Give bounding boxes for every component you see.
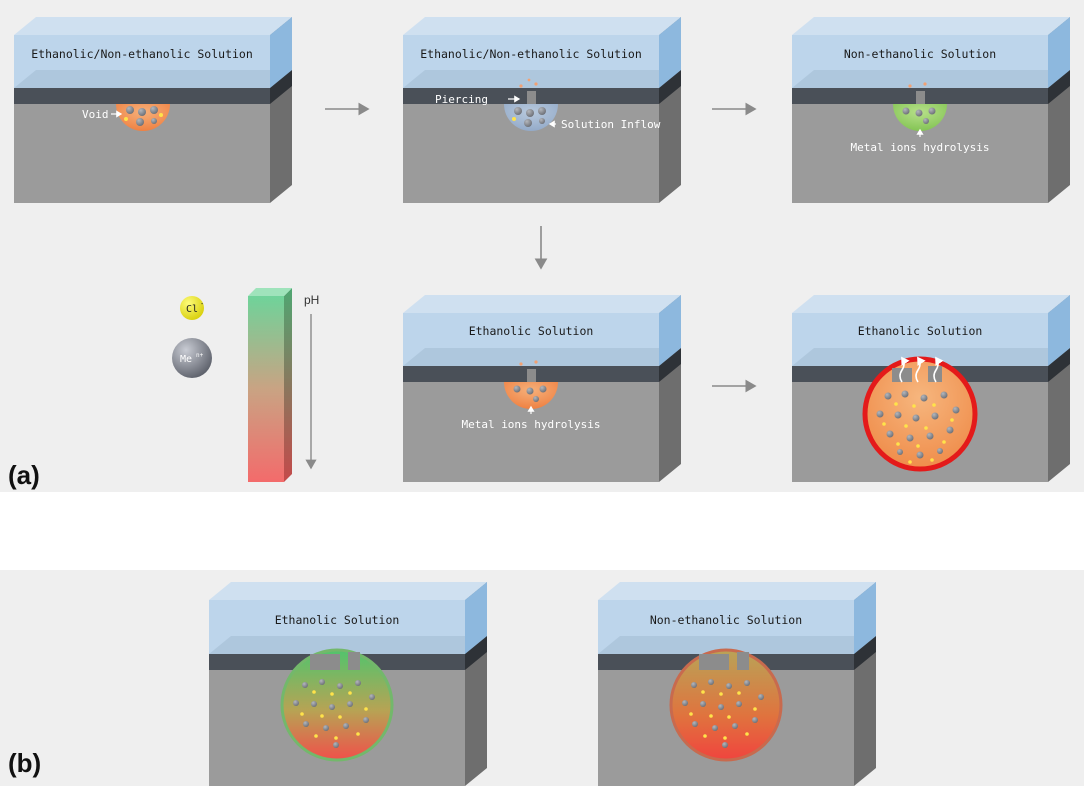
metal-ions [682,679,764,748]
metal-charge: n+ [196,352,204,359]
ph-bar-top [248,288,292,296]
chloride-label: Cl [186,304,198,315]
block-b2: Non-ethanolic Solution [598,582,876,786]
metal-label: Me [180,354,192,365]
metal-ions [876,390,960,459]
hydrolysis-label: Metal ions hydrolysis [461,418,600,431]
ph-bar [248,296,284,482]
solution-title: Ethanolic Solution [858,324,983,338]
panel-b [0,570,1084,786]
piercing-label: Piercing [435,93,488,106]
solution-top [14,17,292,35]
solution-side [270,17,292,88]
gas-release-icon [899,356,944,383]
hydrolysis-label: Metal ions hydrolysis [850,141,989,154]
solution-title: Ethanolic/Non-ethanolic Solution [420,47,642,61]
solution-title: Ethanolic Solution [469,324,594,338]
metal-ions [124,106,163,126]
chloride-ion-icon [180,296,204,320]
panel-b-label: (b) [8,748,42,778]
ph-scale: pH [248,288,319,482]
panel-a-label: (a) [8,460,40,490]
void-label: Void [82,108,109,121]
coating-front [14,88,270,104]
metal-ions [293,679,375,748]
solution-title: Non-ethanolic Solution [844,47,996,61]
coating-side [270,70,292,104]
ph-label: pH [304,293,319,307]
chloride-ions [882,402,954,464]
piercing-channel [527,91,536,104]
block-a3: Non-ethanolic Solution Metal ions hydrol… [792,17,1070,203]
solution-title: Ethanolic Solution [275,613,400,627]
solution-title: Ethanolic/Non-ethanolic Solution [31,47,253,61]
non-ethanolic-pit [669,648,783,762]
block-a1: Ethanolic/Non-ethanolic Solution Void [14,17,292,203]
chloride-charge: - [200,300,204,308]
metal-ions [902,107,936,124]
inflow-label: Solution Inflow [561,118,661,131]
chloride-ions [300,690,368,740]
solution-title: Non-ethanolic Solution [650,613,802,627]
ph-bar-side [284,288,292,482]
solution-front [14,35,270,88]
metal-ions [512,107,546,127]
block-b1: Ethanolic Solution [209,582,487,786]
ion-legend: Cl - Me n+ [172,296,212,378]
chloride-ions [689,690,757,740]
block-a5: Ethanolic Solution [792,295,1070,482]
ethanolic-pit [280,648,394,762]
metal-ion-icon [172,338,212,378]
block-a2: Ethanolic/Non-ethanolic Solution Piercin… [403,17,681,203]
metal-ions [513,385,547,402]
block-a4: Ethanolic Solution Metal ions hydrolysis [403,295,681,482]
